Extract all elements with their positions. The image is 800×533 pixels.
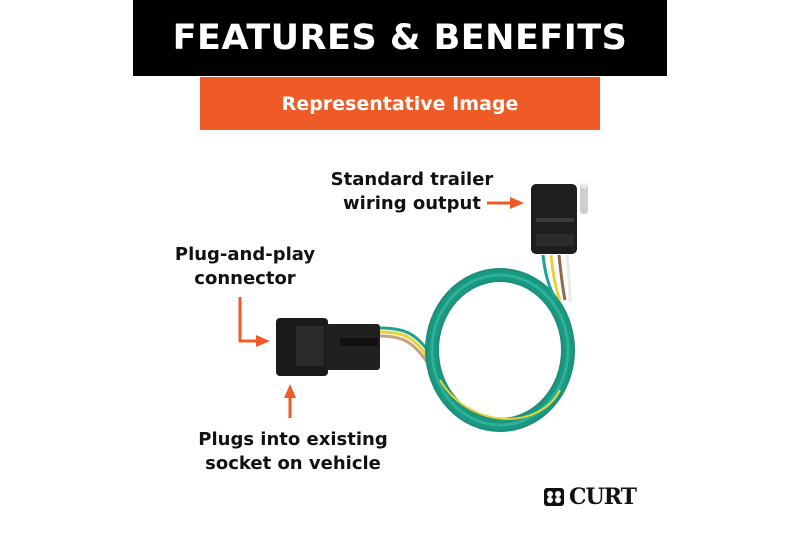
four-flat-connector bbox=[531, 183, 588, 254]
curt-emblem-icon bbox=[544, 488, 564, 506]
callout-output-line2: wiring output bbox=[343, 193, 481, 214]
callout-socket-line2: socket on vehicle bbox=[205, 453, 381, 474]
wire-coil bbox=[425, 268, 575, 432]
callout-connector: Plug-and-play connector bbox=[165, 243, 325, 291]
title-banner: FEATURES & BENEFITS bbox=[133, 0, 667, 76]
arrow-connector bbox=[238, 297, 270, 347]
callout-connector-line1: Plug-and-play bbox=[174, 244, 316, 265]
subtitle: Representative Image bbox=[281, 92, 519, 115]
page-title: FEATURES & BENEFITS bbox=[172, 18, 628, 58]
arrow-output bbox=[487, 197, 524, 209]
brand-name: CURT bbox=[569, 484, 637, 510]
arrow-socket bbox=[284, 384, 296, 418]
callout-socket-line1: Plugs into existing bbox=[198, 429, 388, 450]
wire-lead-right bbox=[541, 254, 572, 303]
callout-connector-line2: connector bbox=[194, 268, 296, 289]
callout-socket: Plugs into existing socket on vehicle bbox=[188, 428, 398, 476]
vehicle-plug-connector bbox=[276, 318, 380, 376]
wire-lead-left bbox=[379, 326, 432, 366]
callout-output: Standard trailer wiring output bbox=[327, 168, 497, 216]
callout-output-line1: Standard trailer bbox=[330, 169, 494, 190]
curt-logo: CURT bbox=[543, 484, 637, 510]
subtitle-banner: Representative Image bbox=[200, 77, 600, 130]
